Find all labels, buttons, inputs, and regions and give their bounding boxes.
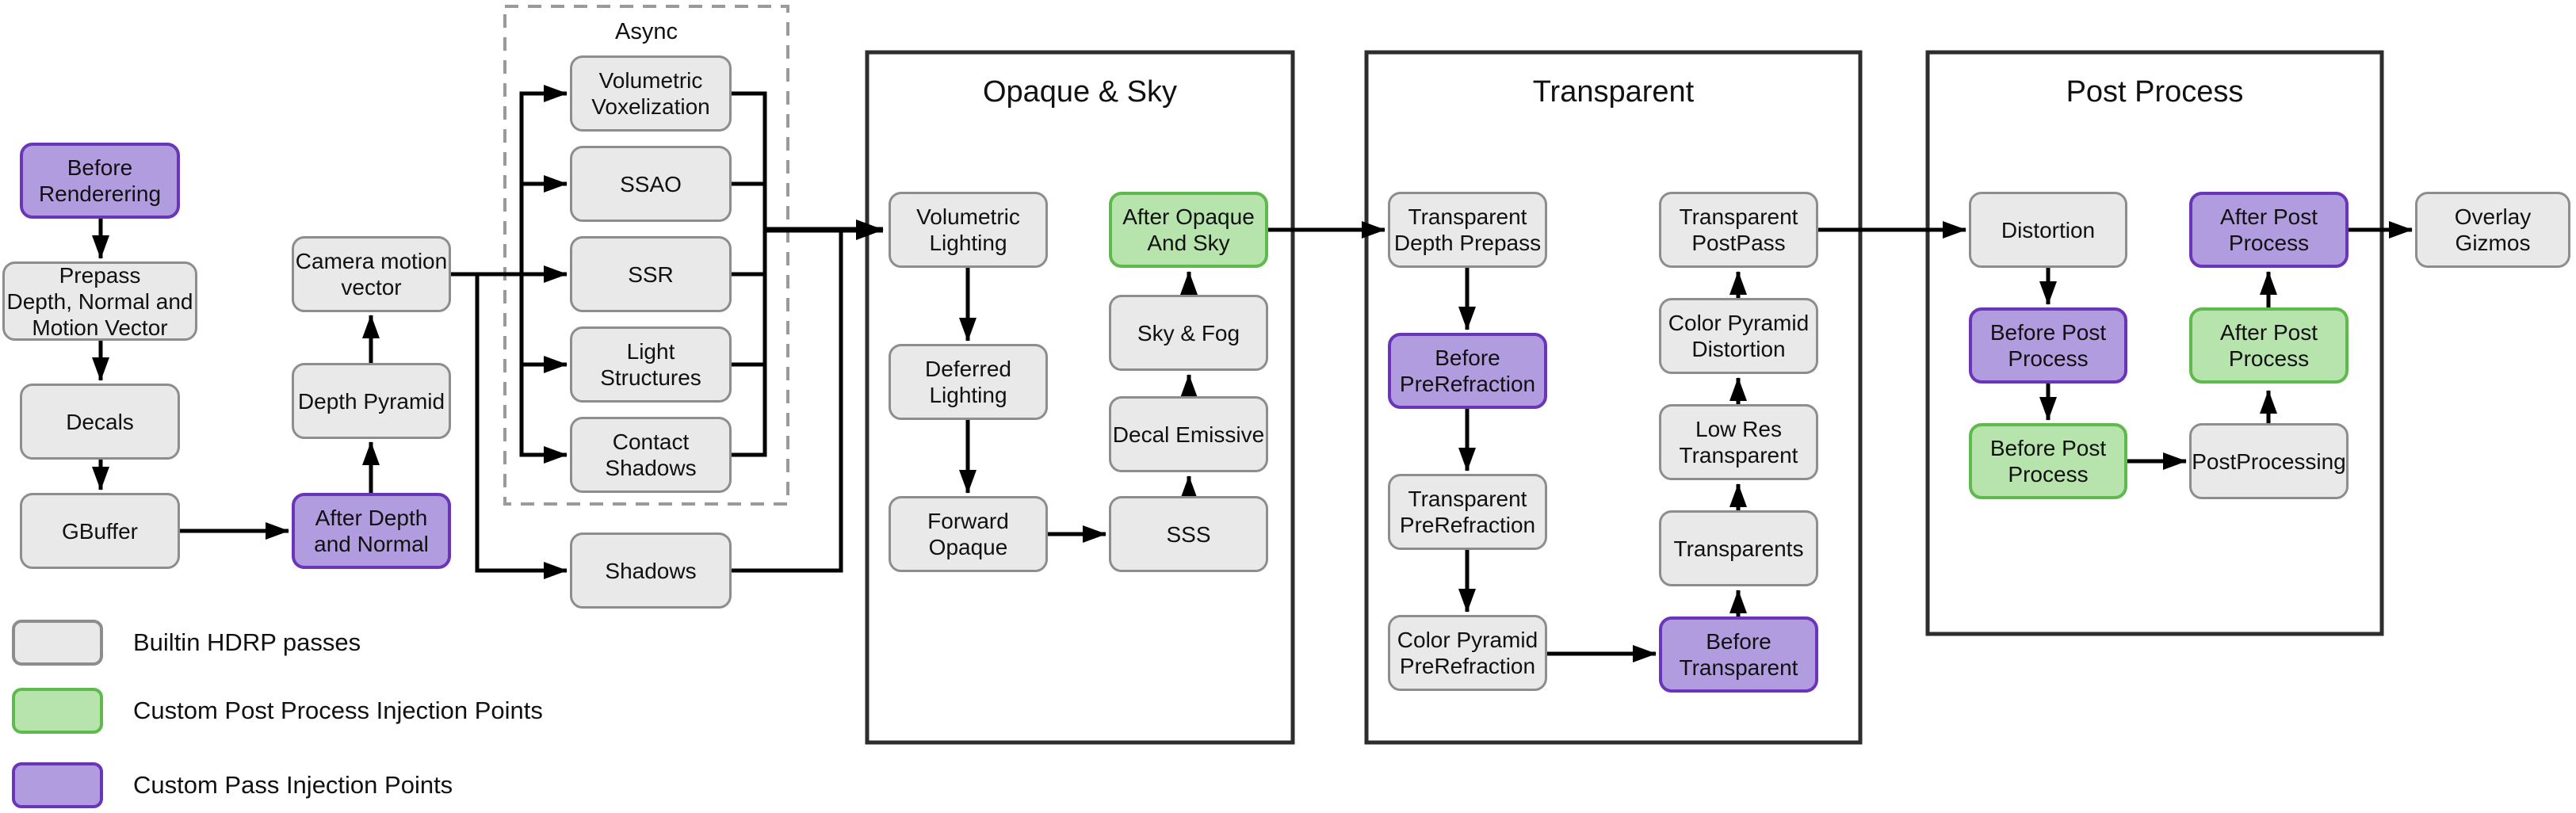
post-process-connectors	[2039, 221, 2413, 470]
legend-label-custom-pass: Custom Pass Injection Points	[133, 771, 453, 799]
node-transparent-postpass: Transparent PostPass	[1659, 192, 1818, 268]
node-sss: SSS	[1109, 496, 1268, 572]
legend-item-custom-post-process: Custom Post Process Injection Points	[12, 688, 543, 734]
node-before-post-process-custom-post: Before Post Process	[1969, 423, 2127, 499]
node-prepass-depth-normal-motion-vector: Prepass Depth, Normal and Motion Vector	[2, 261, 197, 341]
opaque-sky-connectors	[959, 221, 1385, 543]
node-transparent-depth-prepass: Transparent Depth Prepass	[1388, 192, 1547, 268]
transparent-group-outline	[1364, 50, 1863, 745]
node-low-res-transparent: Low Res Transparent	[1659, 404, 1818, 480]
node-before-rendering: Before Renderering	[20, 143, 180, 219]
legend-swatch-builtin	[12, 620, 103, 666]
async-connectors	[451, 85, 884, 579]
transparent-connectors	[1458, 221, 1966, 662]
legend-swatch-custom-post-process	[12, 688, 103, 734]
legend-label-builtin: Builtin HDRP passes	[133, 628, 361, 656]
node-depth-pyramid: Depth Pyramid	[292, 363, 451, 439]
post-process-group-title: Post Process	[2066, 75, 2244, 109]
node-after-opaque-and-sky: After Opaque And Sky	[1109, 192, 1268, 268]
node-postprocessing: PostProcessing	[2189, 423, 2349, 499]
async-group-label: Async	[615, 19, 678, 44]
node-before-prerefraction: Before PreRefraction	[1388, 333, 1547, 409]
legend-label-custom-post-process: Custom Post Process Injection Points	[133, 697, 543, 724]
node-color-pyramid-prerefraction: Color Pyramid PreRefraction	[1388, 615, 1547, 691]
node-distortion: Distortion	[1969, 192, 2127, 268]
node-before-post-process-custom-pass: Before Post Process	[1969, 307, 2127, 384]
node-forward-opaque: Forward Opaque	[889, 496, 1048, 572]
legend-item-builtin: Builtin HDRP passes	[12, 620, 361, 666]
node-ssr: SSR	[570, 236, 732, 312]
node-camera-motion-vector: Camera motion vector	[292, 236, 451, 312]
node-before-transparent: Before Transparent	[1659, 616, 1818, 693]
node-transparent-prerefraction: Transparent PreRefraction	[1388, 474, 1547, 550]
node-decals: Decals	[20, 384, 180, 460]
node-transparents: Transparents	[1659, 510, 1818, 586]
transparent-group-title: Transparent	[1532, 75, 1695, 109]
node-color-pyramid-distortion: Color Pyramid Distortion	[1659, 298, 1818, 374]
node-volumetric-voxelization: Volumetric Voxelization	[570, 55, 732, 132]
node-after-depth-and-normal: After Depth and Normal	[292, 493, 451, 569]
node-overlay-gizmos: Overlay Gizmos	[2415, 192, 2570, 268]
legend-swatch-custom-pass	[12, 762, 103, 808]
node-volumetric-lighting: Volumetric Lighting	[889, 192, 1048, 268]
node-decal-emissive: Decal Emissive	[1109, 396, 1268, 472]
opaque-sky-group-outline	[865, 50, 1295, 745]
legend-item-custom-pass: Custom Pass Injection Points	[12, 762, 453, 808]
node-shadows: Shadows	[570, 532, 732, 609]
post-process-group-outline	[1925, 50, 2384, 636]
async-group-outline	[503, 5, 789, 506]
node-gbuffer: GBuffer	[20, 493, 180, 569]
node-contact-shadows: Contact Shadows	[570, 417, 732, 493]
group-outlines	[503, 5, 2384, 745]
opaque-sky-group-title: Opaque & Sky	[982, 75, 1178, 109]
node-deferred-lighting: Deferred Lighting	[889, 344, 1048, 420]
node-after-post-process-custom-post: After Post Process	[2189, 307, 2349, 384]
node-after-post-process-custom-pass: After Post Process	[2189, 192, 2349, 268]
node-light-structures: Light Structures	[570, 326, 732, 403]
node-ssao: SSAO	[570, 146, 732, 222]
node-sky-and-fog: Sky & Fog	[1109, 295, 1268, 371]
prepass-column-connectors	[92, 219, 380, 540]
